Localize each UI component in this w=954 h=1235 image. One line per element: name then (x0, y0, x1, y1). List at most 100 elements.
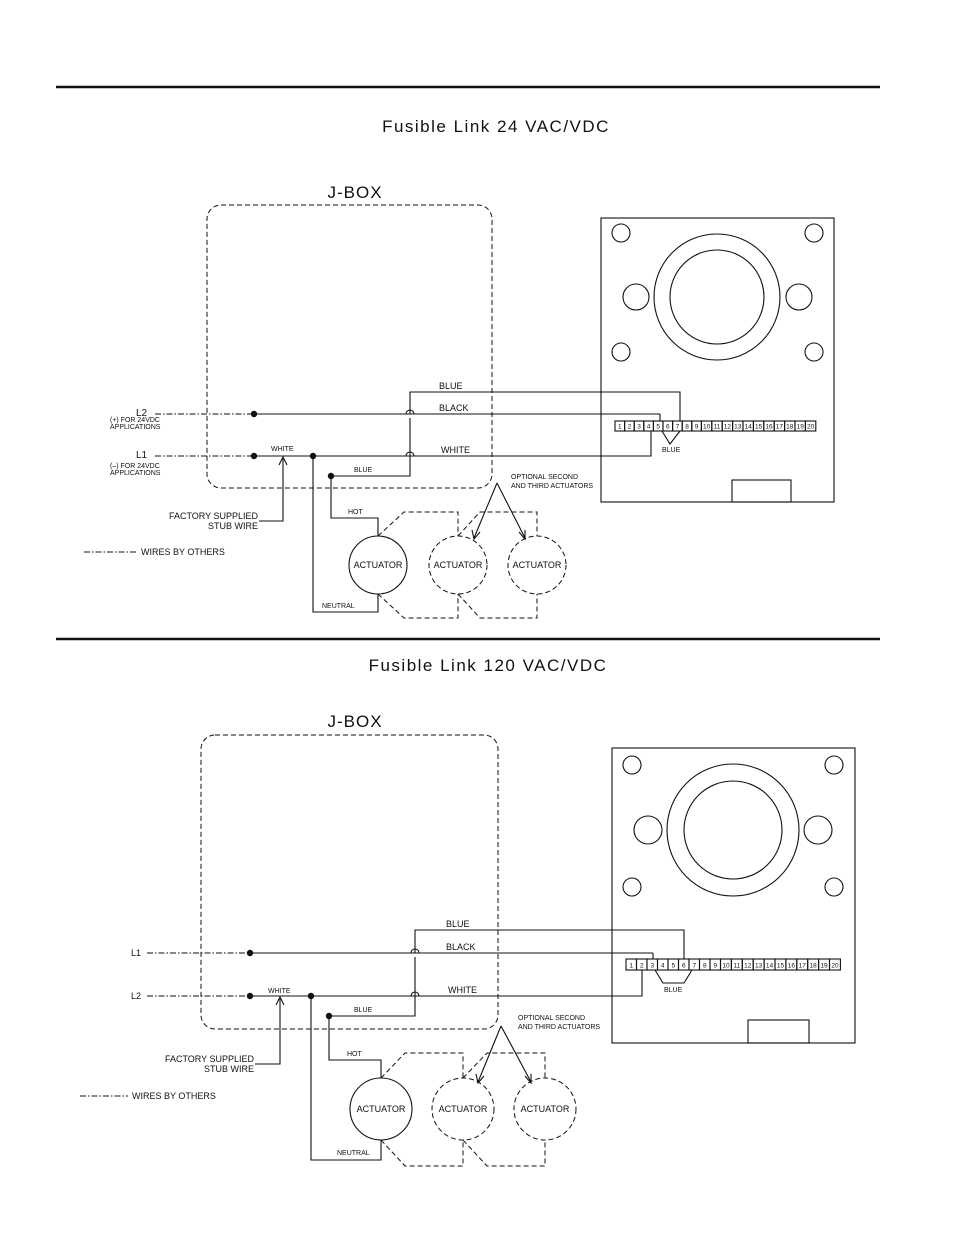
wire-hot (330, 476, 379, 536)
output-shaft-icon (669, 249, 765, 345)
terminal-number: 7 (692, 963, 696, 970)
terminal-number: 17 (776, 424, 784, 431)
terminal-number: 4 (647, 424, 651, 431)
mount-hole-icon (633, 815, 663, 845)
terminal-number: 6 (682, 963, 686, 970)
terminal-number: 3 (650, 963, 654, 970)
terminal-number: 5 (671, 963, 675, 970)
actuator-board (600, 217, 835, 503)
output-hub-icon (653, 233, 781, 361)
wire-label-blue-stub: BLUE (354, 467, 373, 474)
terminal-number: 15 (755, 424, 763, 431)
terminal-jumper (654, 969, 693, 984)
terminal-cell (804, 420, 817, 432)
terminal-number: 12 (744, 963, 752, 970)
hot-label: HOT (347, 1051, 363, 1058)
diagram-title: Fusible Link 120 VAC/VDC (369, 656, 608, 675)
terminal-number: 1 (629, 963, 633, 970)
wire-neutral (310, 996, 382, 1161)
terminal-number: 19 (797, 424, 805, 431)
terminal-number: 9 (713, 963, 717, 970)
wire-label-white: WHITE (441, 445, 470, 455)
wire-blue (414, 929, 685, 959)
wire-hot (328, 1016, 382, 1078)
wire-label-black: BLACK (439, 403, 469, 413)
wire-label-white: WHITE (448, 985, 477, 995)
diagram-title: Fusible Link 24 VAC/VDC (382, 117, 610, 136)
legend-label: WIRES BY OTHERS (132, 1091, 216, 1101)
line-label-bottom: L2 (131, 991, 141, 1001)
terminal-number: 3 (637, 424, 641, 431)
conduit-box (731, 479, 792, 503)
wire-label-white-stub: WHITE (268, 988, 291, 995)
mount-hole-icon (622, 877, 642, 897)
stub-wire-leader (255, 999, 281, 1065)
legend-label: WIRES BY OTHERS (141, 547, 225, 557)
terminal-number: 4 (661, 963, 665, 970)
terminal-number: 8 (703, 963, 707, 970)
terminal-number: 10 (703, 424, 711, 431)
mount-hole-icon (804, 342, 824, 362)
terminal-number: 12 (724, 424, 732, 431)
terminal-number: 20 (807, 424, 815, 431)
actuator-label: ACTUATOR (439, 1104, 488, 1114)
actuator-optional (513, 1077, 577, 1141)
terminal-number: 14 (745, 424, 753, 431)
mount-hole-icon (803, 815, 833, 845)
neutral-label: NEUTRAL (322, 603, 355, 610)
terminal-number: 5 (656, 424, 660, 431)
mount-hole-icon (804, 223, 824, 243)
stub-wire-leader (259, 459, 284, 522)
wire-white (254, 431, 652, 457)
wire-label-blue: BLUE (439, 381, 463, 391)
terminal-number: 8 (685, 424, 689, 431)
jbox-outline (206, 204, 493, 489)
terminal-number: 15 (777, 963, 785, 970)
terminal-cell (828, 958, 841, 971)
terminal-number: 16 (765, 424, 773, 431)
mount-hole-icon (824, 755, 844, 775)
neutral-label: NEUTRAL (337, 1150, 370, 1157)
terminal-label-blue: BLUE (662, 447, 681, 454)
actuator-label: ACTUATOR (354, 560, 403, 570)
wire-blue-stub (331, 418, 411, 477)
terminal-number: 19 (820, 963, 828, 970)
wire-label-black: BLACK (446, 942, 476, 952)
line-label-top: L2 (136, 408, 148, 419)
terminal-number: 2 (628, 424, 632, 431)
hot-label: HOT (348, 509, 364, 516)
actuator-label: ACTUATOR (513, 560, 562, 570)
wire-blue-stub (329, 957, 416, 1017)
terminal-number: 18 (786, 424, 794, 431)
terminal-number: 6 (666, 424, 670, 431)
output-shaft-icon (683, 780, 783, 880)
terminal-number: 10 (722, 963, 730, 970)
terminal-number: 20 (831, 963, 839, 970)
mount-hole-icon (824, 877, 844, 897)
mount-hole-icon (785, 283, 813, 311)
wire-blue (409, 391, 681, 421)
terminal-number: 16 (788, 963, 796, 970)
conduit-box (747, 1019, 810, 1044)
wire-neutral (312, 456, 379, 613)
wire-label-blue: BLUE (446, 919, 470, 929)
terminal-number: 11 (714, 424, 721, 431)
terminal-number: 17 (799, 963, 807, 970)
wire-label-white-stub: WHITE (271, 446, 294, 453)
actuator-label: ACTUATOR (521, 1104, 570, 1114)
terminal-number: 9 (695, 424, 699, 431)
actuator-label: ACTUATOR (357, 1104, 406, 1114)
mount-hole-icon (622, 755, 642, 775)
mount-hole-icon (611, 223, 631, 243)
actuator-label: ACTUATOR (434, 560, 483, 570)
jbox-outline (200, 734, 499, 1030)
terminal-number: 2 (640, 963, 644, 970)
